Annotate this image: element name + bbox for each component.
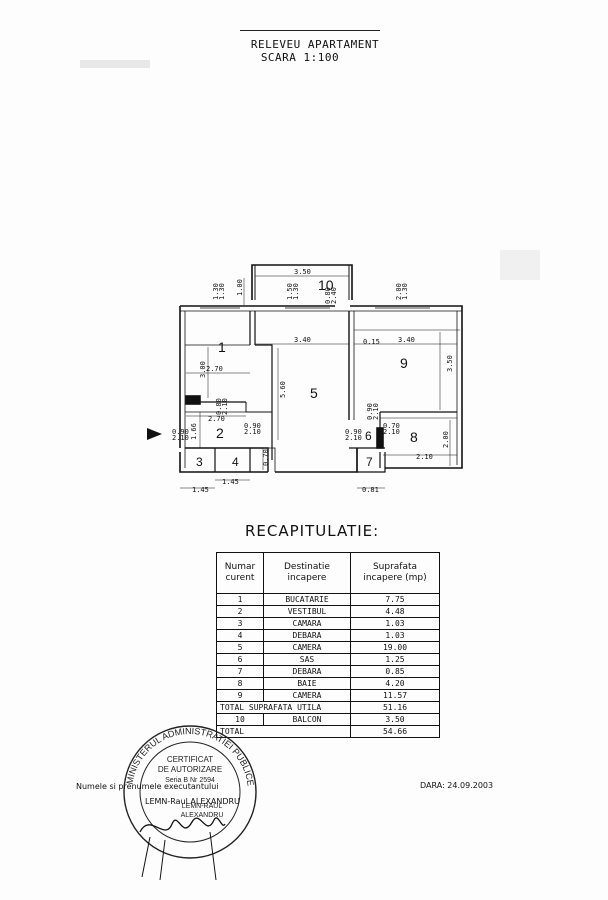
dim-015: 0.15	[363, 338, 380, 346]
scan-artifact	[500, 250, 540, 280]
dim-room1-height: 3.00	[199, 361, 207, 378]
exterior-wall-bottom-middle	[275, 448, 358, 473]
date-label: DARA: 24.09.2003	[420, 781, 494, 790]
door-1-label: 0.80	[215, 398, 223, 415]
room-2-label: 2	[216, 425, 224, 441]
recap-title: RECAPITULATIE:	[245, 522, 380, 540]
page-title: RELEVEU APARTAMENT	[250, 38, 380, 51]
dim-room9-width: 3.40	[398, 336, 415, 344]
dim-room4-width: 1.45	[222, 478, 239, 486]
stamp-line-5: ALEXANDRU	[181, 812, 224, 819]
svg-text:0.902.10: 0.902.10	[366, 403, 380, 420]
dim-room5-width: 3.40	[294, 336, 311, 344]
header-num: Numar curent	[216, 552, 264, 594]
title-block: RELEVEU APARTAMENT SCARA 1:100	[230, 38, 400, 64]
executor-name: LEMN-Raul ALEXANDRU	[145, 797, 240, 806]
dim-070: 0.70	[262, 449, 270, 466]
svg-text:2.10: 2.10	[244, 428, 261, 436]
window-3-label: 0.80	[324, 287, 332, 304]
room-3-label: 3	[196, 455, 203, 469]
door-4-label: 0.90	[345, 428, 362, 436]
room-6-label: 6	[365, 429, 372, 443]
room-9-label: 9	[400, 355, 408, 371]
stamp-line-3: Seria B Nr 2594	[165, 777, 215, 784]
stamp-line-4: LEMN-RAUL	[182, 803, 223, 810]
room-10-label: 10	[318, 277, 334, 293]
svg-text:2.001.30: 2.001.30	[395, 283, 409, 300]
svg-text:2.10: 2.10	[345, 434, 362, 442]
scale-label: SCARA 1:100	[260, 51, 340, 64]
balcony-outline	[251, 264, 353, 300]
door-3-label: 0.90	[244, 422, 261, 430]
scan-artifact	[80, 60, 150, 68]
svg-text:0.802.10: 0.802.10	[215, 398, 229, 415]
svg-text:1.301.30: 1.301.30	[212, 283, 226, 300]
svg-text:0.802.40: 0.802.40	[324, 287, 338, 304]
dim-vestibule-height: 1.66	[190, 423, 198, 440]
dim-room7-width: 0.81	[362, 486, 379, 494]
dim-room5-height: 5.60	[279, 381, 287, 398]
dim-room1-width: 2.70	[206, 365, 223, 373]
dim-room3-width: 1.45	[192, 486, 209, 494]
svg-text:1.501.30: 1.501.30	[286, 283, 300, 300]
dim-balcony-width: 3.50	[294, 268, 311, 276]
header-area: Suprafata incapere (mp)	[350, 552, 440, 594]
signature-icon	[139, 817, 226, 833]
dim-room9-height: 3.50	[446, 355, 454, 372]
header-dest: Destinatie incapere	[263, 552, 351, 594]
title-rule	[240, 30, 380, 31]
signature-strokes-icon	[141, 831, 217, 881]
dim-bath-height: 2.00	[442, 431, 450, 448]
svg-text:2.10: 2.10	[172, 434, 189, 442]
door-6-label: 0.90	[366, 403, 374, 420]
dim-bath-width: 2.10	[416, 453, 433, 461]
room-1-label: 1	[218, 339, 226, 355]
exterior-wall-left	[179, 306, 268, 473]
dim-room2-width: 2.70	[208, 415, 225, 423]
room-4-label: 4	[232, 455, 239, 469]
entry-arrow-icon	[147, 428, 162, 440]
stamp-line-2: DE AUTORIZARE	[158, 765, 222, 774]
door-2-label: 0.90	[172, 428, 189, 436]
recap-table: Numar curent Destinatie incapere Suprafa…	[216, 552, 440, 738]
window-1-label: 1.30	[212, 283, 220, 300]
opening-labels: 1.301.30 1.501.30 0.802.40 2.001.30 0.80…	[172, 283, 409, 442]
room-5-label: 5	[310, 385, 318, 401]
window-4-label: 2.00	[395, 283, 403, 300]
floor-plan: 3.50 3.40 3.40 2.70 2.70 0.15 2.10 1.45 …	[147, 264, 463, 494]
room-8-label: 8	[410, 429, 418, 445]
dim-balcony-depth: 1.00	[236, 279, 244, 296]
stamp-line-1: CERTIFICAT	[167, 755, 213, 764]
window-2-label: 1.50	[286, 283, 294, 300]
svg-text:2.10: 2.10	[383, 428, 400, 436]
room-7-label: 7	[366, 455, 373, 469]
door-5-label: 0.70	[383, 422, 400, 430]
exterior-wall-top-right	[180, 305, 463, 469]
executor-label: Numele si prenumele executantului	[76, 782, 219, 791]
authorization-stamp: MINISTERUL ADMINISTRATIEI PUBLICE CERTIF…	[123, 725, 257, 881]
